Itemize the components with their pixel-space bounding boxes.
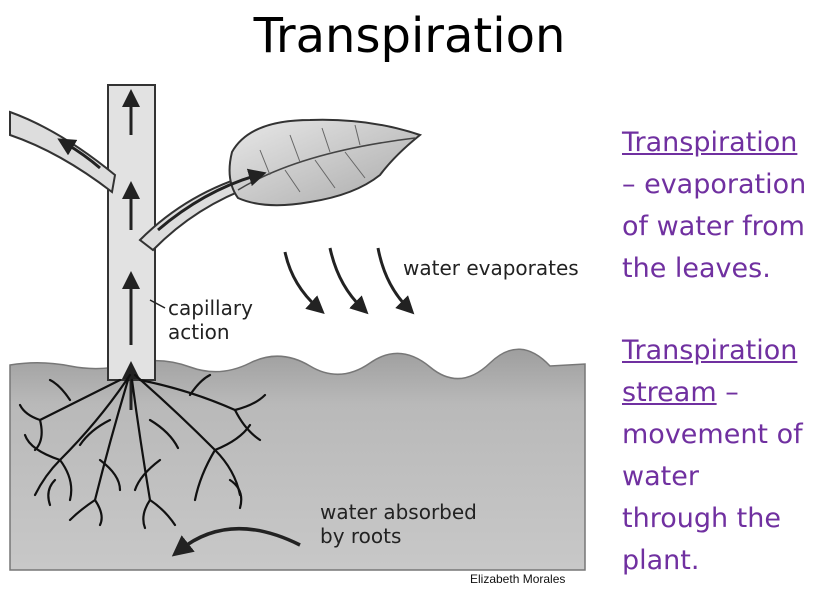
definition-line: the leaves. bbox=[622, 248, 819, 290]
definition-line: – evaporation bbox=[622, 164, 819, 206]
definitions-panel: Transpiration – evaporation of water fro… bbox=[622, 122, 819, 582]
absorbed-line-1: water absorbed bbox=[320, 500, 477, 524]
evaporation-arrow bbox=[285, 252, 318, 308]
left-branch bbox=[10, 112, 115, 192]
water-evaporates-label: water evaporates bbox=[403, 256, 579, 280]
leaf bbox=[230, 120, 420, 205]
capillary-action-label: capillary action bbox=[168, 296, 253, 344]
definition-line: of water from bbox=[622, 206, 819, 248]
capillary-line-2: action bbox=[168, 320, 253, 344]
page-title: Transpiration bbox=[0, 8, 819, 64]
definition-line: through the bbox=[622, 498, 819, 540]
transpiration-diagram bbox=[0, 80, 600, 590]
definition-term: stream bbox=[622, 377, 717, 408]
image-credit: Elizabeth Morales bbox=[470, 572, 565, 586]
water-absorbed-label: water absorbed by roots bbox=[320, 500, 477, 548]
definition-dash: – bbox=[717, 377, 739, 408]
definition-term: Transpiration bbox=[622, 122, 819, 164]
definition-line: movement of bbox=[622, 414, 819, 456]
soil bbox=[10, 349, 585, 570]
evaporation-arrow bbox=[330, 248, 362, 308]
definition-transpiration-stream: Transpiration stream – movement of water… bbox=[622, 330, 819, 582]
definition-term: Transpiration bbox=[622, 330, 819, 372]
definition-line: water bbox=[622, 456, 819, 498]
definition-transpiration: Transpiration – evaporation of water fro… bbox=[622, 122, 819, 290]
capillary-line-1: capillary bbox=[168, 296, 253, 320]
absorbed-line-2: by roots bbox=[320, 524, 477, 548]
definition-line: plant. bbox=[622, 540, 819, 582]
